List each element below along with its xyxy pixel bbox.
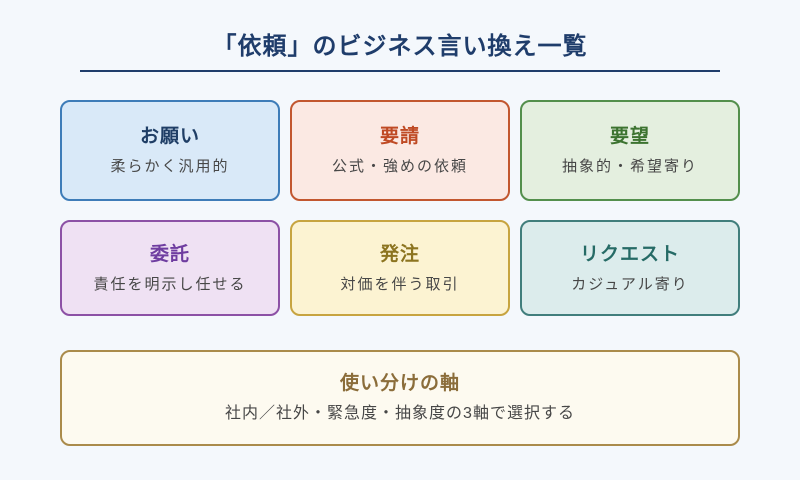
card-title: 要請 bbox=[379, 126, 420, 147]
card-title: お願い bbox=[139, 126, 200, 147]
card-title: 要望 bbox=[609, 126, 650, 147]
card-itaku: 委託 責任を明示し任せる bbox=[60, 220, 280, 316]
card-description: 責任を明示し任せる bbox=[93, 275, 247, 293]
usage-axis-title: 使い分けの軸 bbox=[339, 373, 460, 394]
card-title: リクエスト bbox=[579, 243, 680, 265]
card-request: リクエスト カジュアル寄り bbox=[520, 220, 740, 316]
synonym-card-grid: お願い 柔らかく汎用的 要請 公式・強めの依頼 要望 抽象的・希望寄り 委託 責… bbox=[60, 100, 740, 316]
page-title: 「依頼」のビジネス言い換え一覧 bbox=[212, 33, 588, 60]
card-onegai: お願い 柔らかく汎用的 bbox=[60, 100, 280, 201]
card-description: 公式・強めの依頼 bbox=[331, 158, 468, 175]
card-description: 抽象的・希望寄り bbox=[561, 158, 698, 175]
card-youbou: 要望 抽象的・希望寄り bbox=[520, 100, 740, 201]
card-yousei: 要請 公式・強めの依頼 bbox=[290, 100, 510, 201]
title-underline bbox=[80, 70, 720, 72]
card-description: カジュアル寄り bbox=[571, 275, 689, 293]
usage-axis-description: 社内／社外・緊急度・抽象度の3軸で選択する bbox=[225, 405, 575, 422]
card-description: 対価を伴う取引 bbox=[340, 275, 460, 293]
card-title: 発注 bbox=[379, 243, 420, 265]
card-description: 柔らかく汎用的 bbox=[110, 158, 230, 175]
card-hacchuu: 発注 対価を伴う取引 bbox=[290, 220, 510, 316]
usage-axis-card: 使い分けの軸 社内／社外・緊急度・抽象度の3軸で選択する bbox=[60, 350, 740, 446]
card-title: 委託 bbox=[149, 243, 190, 265]
